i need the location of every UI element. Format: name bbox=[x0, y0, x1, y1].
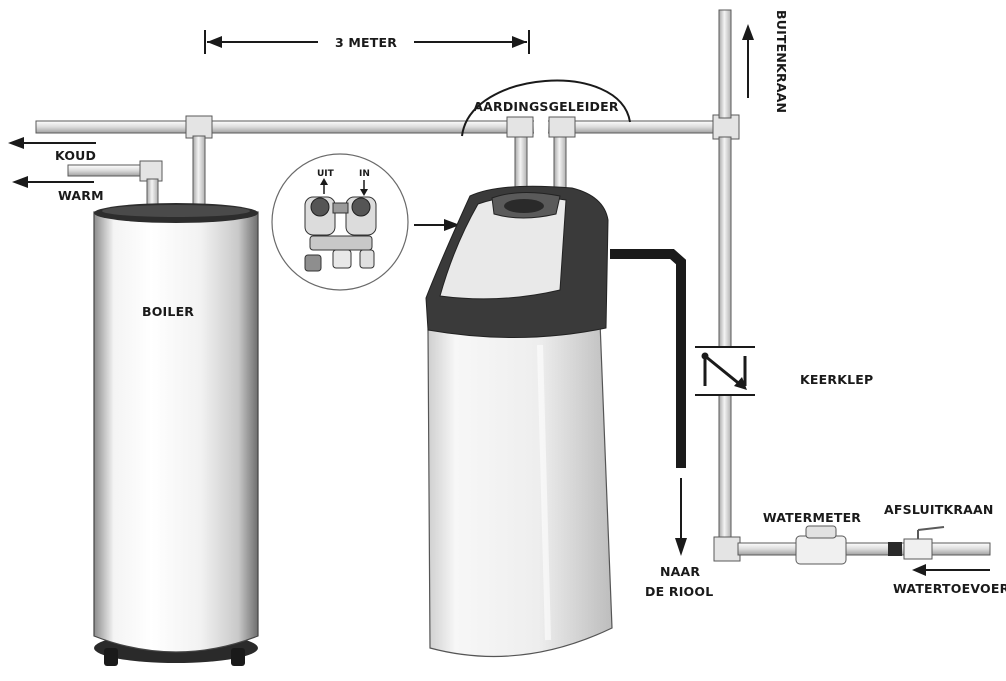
warm-outlet-pipe bbox=[67, 160, 163, 210]
cold-outlet-arrow bbox=[8, 137, 96, 149]
buitenkraan-label: BUITENKRAAN bbox=[774, 10, 789, 113]
grounding-conductor bbox=[461, 79, 631, 137]
keerklep-label: KEERKLEP bbox=[800, 372, 873, 387]
check-valve-symbol bbox=[695, 346, 755, 396]
boiler-label: BOILER bbox=[142, 304, 194, 319]
watermeter-label: WATERMETER bbox=[763, 510, 861, 525]
uit-label: UIT bbox=[317, 169, 335, 179]
aardingsgeleider-label: AARDINGSGELEIDER bbox=[473, 99, 619, 114]
koud-label: KOUD bbox=[55, 148, 96, 163]
buitenkraan-arrow bbox=[742, 24, 754, 98]
warm-label: WARM bbox=[58, 188, 104, 203]
distance-label: 3 METER bbox=[335, 35, 397, 50]
main-pipe bbox=[35, 114, 740, 210]
bypass-valve-inset bbox=[271, 153, 409, 291]
warm-outlet-arrow bbox=[12, 176, 94, 188]
in-label: IN bbox=[359, 169, 370, 179]
drain-hose bbox=[610, 249, 687, 556]
afsluitkraan-label: AFSLUITKRAAN bbox=[884, 502, 994, 517]
water-softener bbox=[425, 185, 613, 658]
right-vertical-pipe bbox=[713, 9, 991, 562]
water-meter bbox=[795, 525, 847, 565]
boiler bbox=[93, 203, 259, 666]
riool-label-line1: NAAR bbox=[660, 564, 700, 579]
distance-dimension bbox=[204, 30, 530, 54]
watertoevoer-label: WATERTOEVOER bbox=[893, 581, 1006, 596]
watertoevoer-arrow bbox=[912, 564, 990, 576]
shutoff-valve bbox=[888, 526, 945, 560]
riool-label-line2: DE RIOOL bbox=[645, 584, 713, 599]
inset-pointer-arrow bbox=[414, 219, 460, 231]
